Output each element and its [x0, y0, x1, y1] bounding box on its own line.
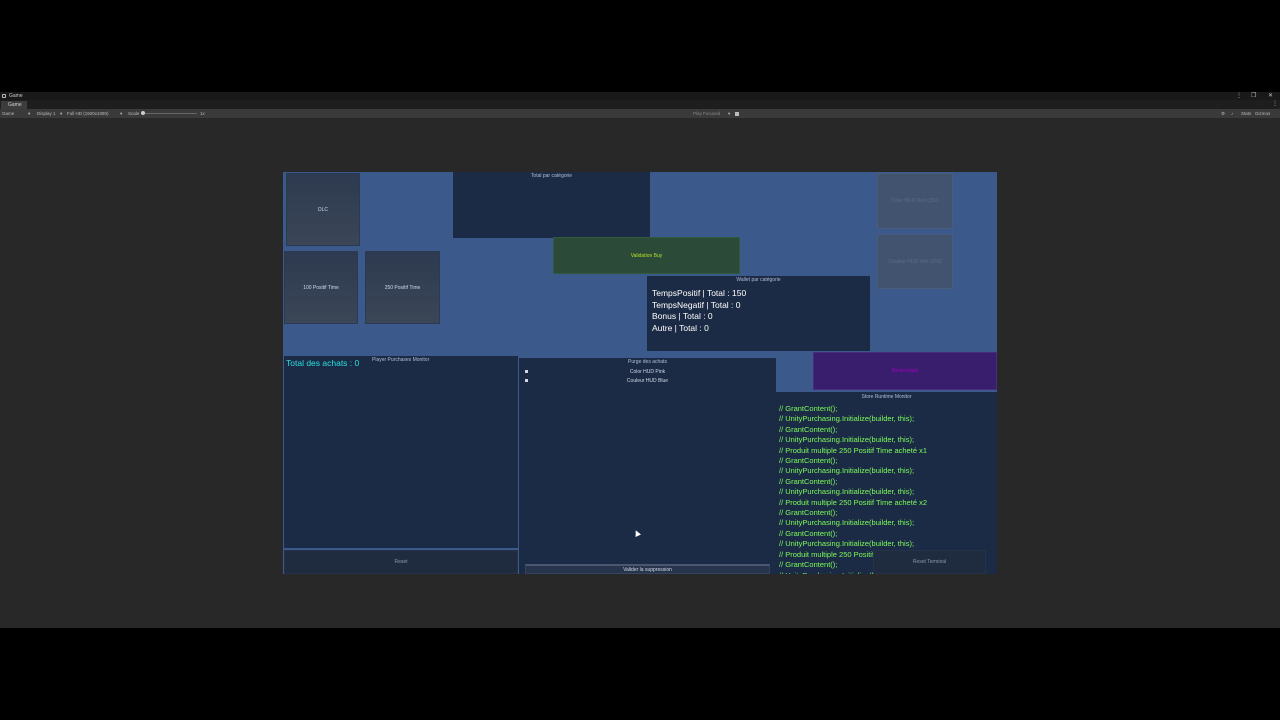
settings-icon[interactable]: ⚙ [1221, 111, 1226, 116]
hud-green-label: Couleur HUD Vert (250) [888, 258, 942, 265]
chevron-down-icon: ▾ [60, 111, 63, 116]
game-view-toolbar: Game ▾ Display 1 ▾ Full HD (1920x1080) ▾… [0, 109, 1280, 118]
editor-title-bar: Game ⋮ ❐ ✕ [0, 92, 1280, 100]
reset-totals-button[interactable]: Reset totals [813, 352, 997, 390]
gizmos-dropdown[interactable]: Gizmos [1255, 111, 1271, 116]
log-line: // UnityPurchasing.Initialize(builder, t… [779, 518, 915, 528]
game-view-canvas: DLC 100 Positif Time 250 Positif Time To… [283, 172, 997, 574]
scale-slider-handle[interactable] [141, 111, 145, 115]
wallet-line: Autre | Total : 0 [652, 322, 709, 333]
hud-green-button[interactable]: Couleur HUD Vert (250) [877, 234, 953, 289]
store-log: // GrantContent();// UnityPurchasing.Ini… [779, 404, 927, 574]
wallet-title: Wallet par catégorie [736, 277, 781, 283]
total-des-achats-label: Total des achats : 0 [286, 358, 360, 368]
positif-100-label: 100 Positif Time [303, 284, 339, 291]
wallet-panel: Wallet par catégorie TempsPositif | Tota… [647, 276, 870, 351]
log-line: // UnityPurchasing.Initialize(builder, t… [779, 539, 915, 549]
log-line: // UnityPurchasing.Initialize(builder, t… [779, 414, 915, 424]
reset-button[interactable]: Reset [284, 550, 518, 574]
scale-slider[interactable] [141, 111, 197, 115]
dlc-button[interactable]: DLC [286, 173, 360, 246]
log-line: // GrantContent(); [779, 404, 838, 413]
hud-red-label: Color HUD Red (250) [891, 198, 939, 204]
play-mode-dropdown[interactable]: Play Focused [693, 111, 721, 116]
more-icon[interactable]: ⋮ [1236, 93, 1242, 99]
wallet-line: TempsNegatif | Total : 0 [652, 299, 741, 310]
log-line: // GrantContent(); [779, 528, 838, 538]
gamepad-icon [2, 94, 6, 98]
purge-title: Purge des achats [628, 359, 667, 365]
tab-game[interactable]: Game [1, 101, 27, 109]
log-line: // Produit multiple 250 Positif Time ach… [779, 445, 927, 455]
wallet-lines: TempsPositif | Total : 150 TempsNegatif … [652, 288, 746, 334]
purge-item-label: Couleur HUD Blue [626, 378, 669, 384]
dlc-button-label: DLC [317, 206, 328, 213]
more-icon[interactable]: ⋮ [1272, 101, 1278, 107]
reset-totals-label: Reset totals [891, 368, 919, 374]
total-par-categorie-title: Total par catégorie [530, 173, 573, 179]
store-runtime-monitor: Store Runtime Monitor // GrantContent();… [776, 392, 997, 574]
stats-button[interactable]: Stats [1241, 111, 1252, 116]
purge-item[interactable]: Couleur HUD Blue [519, 377, 776, 386]
positif-250-label: 250 Positif Time [384, 284, 421, 291]
log-line: // Produit multiple 250 Positif Time ach… [779, 497, 927, 507]
scale-label: Scale [128, 111, 140, 116]
reset-terminal-label: Reset Terminal [912, 559, 947, 565]
chevron-down-icon: ▾ [28, 111, 31, 116]
log-line: // GrantContent(); [779, 424, 838, 434]
resolution-dropdown[interactable]: Full HD (1920x1080) [67, 111, 109, 116]
window-title: Game [9, 93, 23, 99]
player-monitor-title: Player Purchases Monitor [372, 357, 430, 363]
player-purchases-monitor: Total des achats : 0 Player Purchases Mo… [284, 356, 518, 548]
tab-game-label: Game [8, 102, 22, 108]
close-icon[interactable]: ✕ [1268, 93, 1274, 99]
log-line: // GrantContent(); [779, 508, 838, 518]
chevron-down-icon: ▾ [728, 111, 731, 116]
display-dropdown[interactable]: Display 1 [37, 111, 56, 116]
checkbox[interactable] [525, 370, 528, 373]
valider-suppression-button[interactable]: Valider la suppression [525, 564, 770, 574]
log-line: // UnityPurchasing.Initialize(builder, t… [779, 466, 915, 476]
scale-value: 1x [200, 111, 205, 116]
wallet-line: TempsPositif | Total : 150 [652, 288, 747, 298]
log-line: // UnityPurchasing.Initialize(builder, t… [779, 571, 927, 575]
log-line: // UnityPurchasing.Initialize(builder, t… [779, 435, 915, 445]
reset-button-label: Reset [394, 559, 408, 565]
maximize-icon[interactable]: ❐ [1251, 93, 1257, 99]
validation-buy-label: Validation Buy [630, 252, 663, 259]
purge-item[interactable]: Color HUD Pink [519, 368, 776, 377]
positif-250-button[interactable]: 250 Positif Time [365, 251, 440, 324]
hud-red-button[interactable]: Color HUD Red (250) [877, 173, 953, 229]
log-line: // GrantContent(); [779, 560, 838, 570]
total-par-categorie-panel: Total par catégorie [453, 172, 650, 238]
log-line: // UnityPurchasing.Initialize(builder, t… [779, 487, 915, 497]
positif-100-button[interactable]: 100 Positif Time [284, 251, 358, 324]
log-line: // Produit multiple 250 Positif Time ach… [779, 549, 927, 559]
chevron-down-icon: ▾ [120, 111, 123, 116]
audio-icon[interactable]: ♪ [1231, 111, 1234, 116]
valider-suppression-label: Valider la suppression [623, 566, 672, 573]
validation-buy-button[interactable]: Validation Buy [553, 237, 740, 274]
purge-item-label: Color HUD Pink [629, 369, 666, 375]
purge-panel: Purge des achats Color HUD Pink Couleur … [519, 358, 776, 574]
log-line: // GrantContent(); [779, 476, 838, 486]
reset-terminal-button[interactable]: Reset Terminal [873, 550, 986, 574]
wallet-line: Bonus | Total : 0 [652, 311, 713, 321]
checkbox[interactable] [525, 379, 528, 382]
log-line: // GrantContent(); [779, 456, 838, 466]
editor-tab-bar: Game ⋮ [0, 100, 1280, 109]
view-mode-dropdown[interactable]: Game [2, 111, 15, 116]
store-monitor-title: Store Runtime Monitor [861, 394, 912, 400]
